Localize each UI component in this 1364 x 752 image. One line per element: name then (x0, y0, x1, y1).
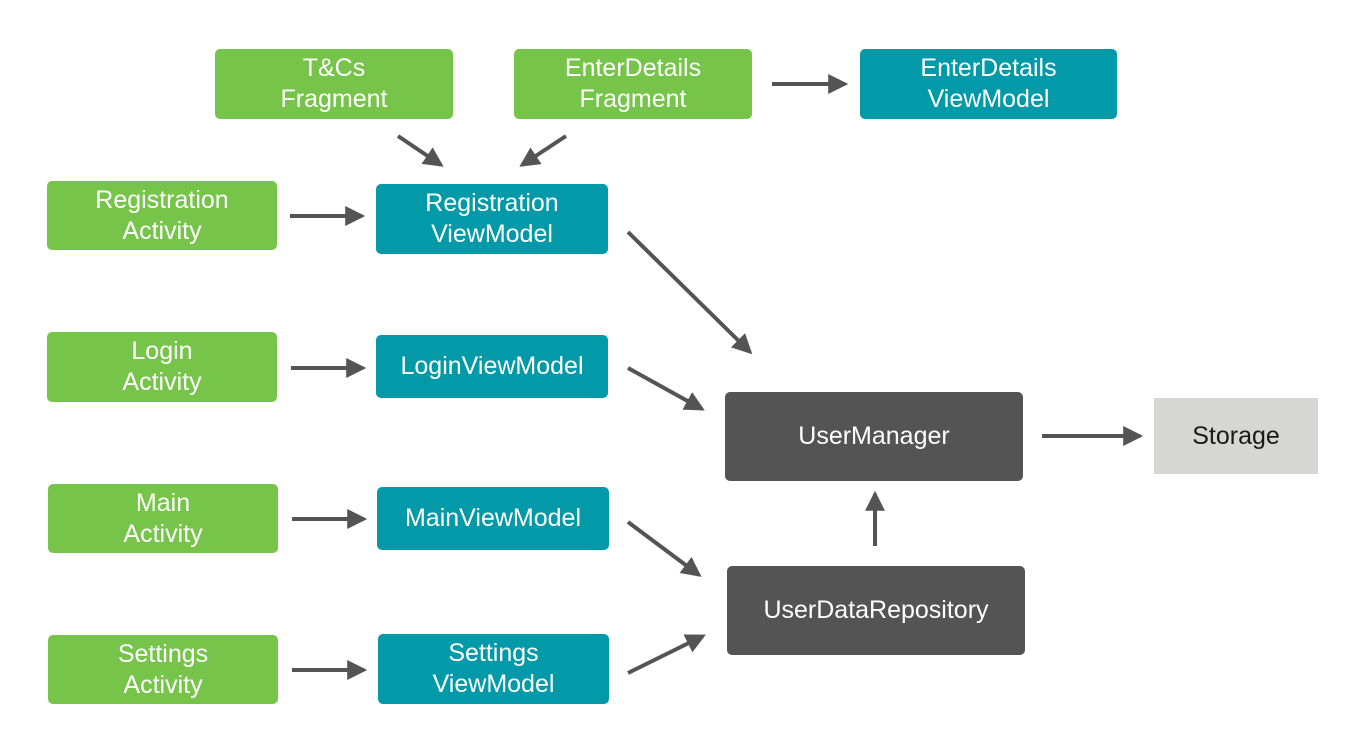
registration-viewmodel-node: Registration ViewModel (376, 184, 608, 254)
tcs-fragment-node: T&Cs Fragment (215, 49, 453, 119)
settings-activity-node: Settings Activity (48, 635, 278, 704)
arrow-main-viewmodel-to-user-data-repository (626, 520, 702, 577)
main-activity-node: Main Activity (48, 484, 278, 553)
registration-activity-node: Registration Activity (47, 181, 277, 250)
login-activity-node: Login Activity (47, 332, 277, 402)
settings-viewmodel-node: Settings ViewModel (378, 634, 609, 704)
main-viewmodel-node: MainViewModel (377, 487, 609, 550)
user-manager-node: UserManager (725, 392, 1023, 481)
enterdetails-viewmodel-node: EnterDetails ViewModel (860, 49, 1117, 119)
arrow-settings-viewmodel-to-user-data-repository (627, 634, 706, 675)
arrow-registration-viewmodel-to-user-manager (626, 230, 753, 355)
arrow-enterdetails-fragment-to-registration-viewmodel (519, 134, 568, 167)
user-data-repository-node: UserDataRepository (727, 566, 1025, 655)
arrow-login-viewmodel-to-user-manager (627, 366, 705, 411)
storage-node: Storage (1154, 398, 1318, 474)
arrow-tcs-fragment-to-registration-viewmodel (396, 134, 444, 167)
enterdetails-fragment-node: EnterDetails Fragment (514, 49, 752, 119)
login-viewmodel-node: LoginViewModel (376, 335, 608, 398)
